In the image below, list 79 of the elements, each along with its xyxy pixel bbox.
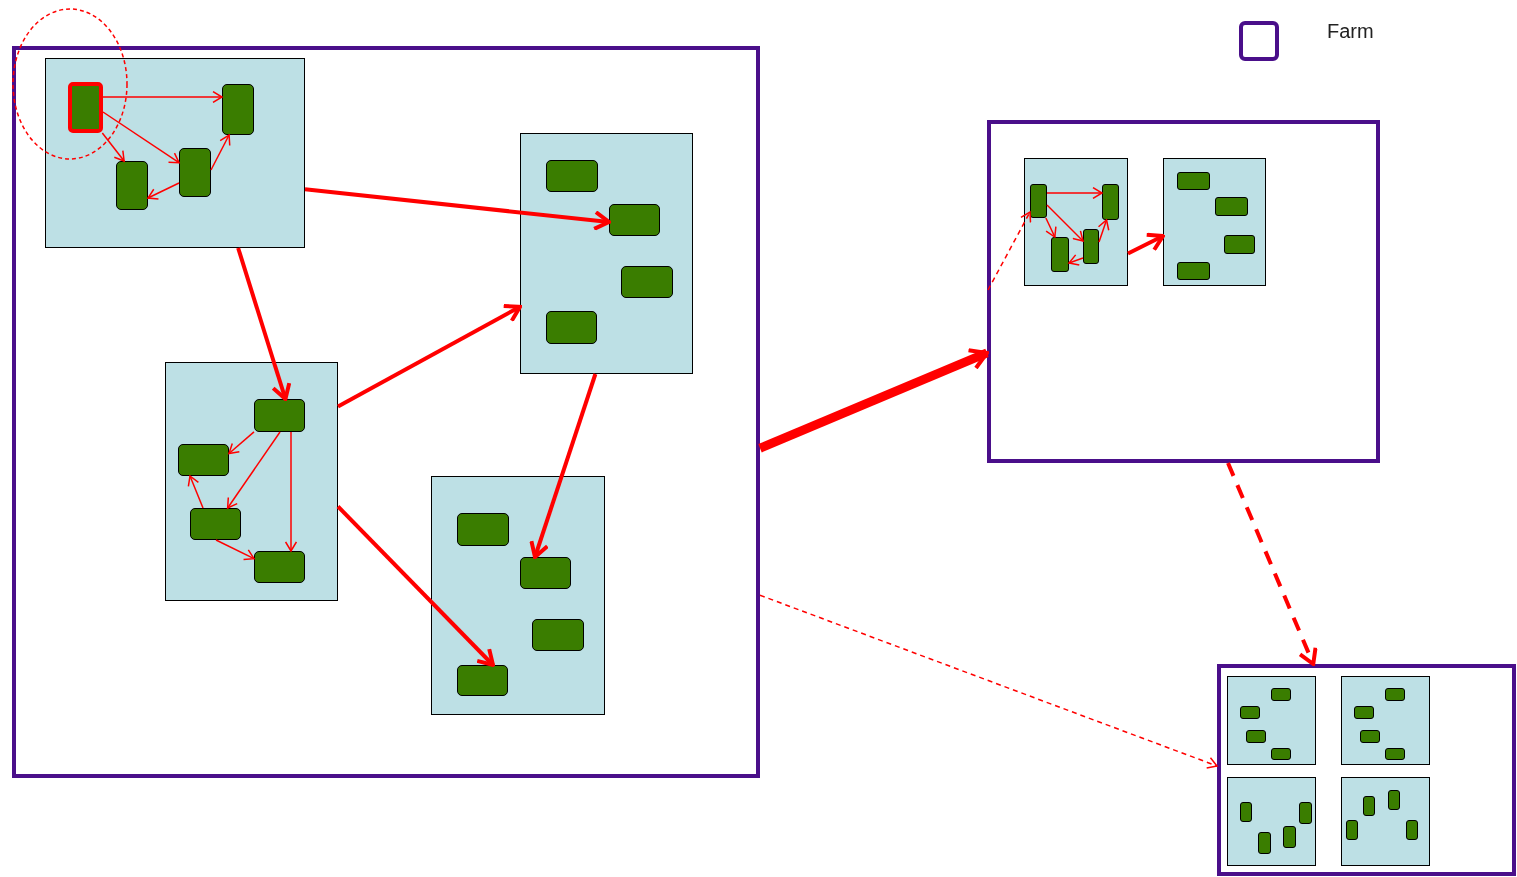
animal-block — [1245, 729, 1266, 743]
animal-block — [545, 159, 598, 192]
arrow — [1226, 462, 1318, 666]
arrow — [147, 182, 180, 200]
arrow — [215, 539, 255, 561]
legend-label: Farm — [1327, 19, 1374, 44]
arrow — [987, 211, 1032, 291]
animal-block — [1405, 819, 1418, 840]
arrow — [1046, 186, 1103, 200]
animal-block — [1050, 236, 1069, 272]
animal-block — [1029, 183, 1047, 218]
animal-block — [1101, 183, 1119, 220]
pen-box — [1163, 158, 1266, 286]
animal-block — [1298, 801, 1312, 824]
pen-box — [520, 133, 693, 374]
arrow — [210, 134, 231, 171]
highlighted-animal-block — [67, 81, 103, 133]
pen-box — [45, 58, 305, 248]
arrow — [101, 132, 125, 162]
animal-block — [177, 443, 229, 476]
animal-block — [456, 512, 509, 546]
animal-block — [1282, 825, 1296, 848]
animal-block — [1257, 831, 1271, 854]
arrow — [1068, 254, 1084, 266]
animal-block — [519, 556, 571, 589]
farm-boundary — [12, 46, 760, 778]
animal-block — [115, 160, 148, 210]
pen-box — [1341, 777, 1430, 866]
animal-block — [253, 550, 305, 583]
arrow — [226, 431, 281, 509]
animal-block — [456, 664, 508, 696]
animal-block — [1239, 705, 1260, 719]
arrow — [228, 431, 255, 455]
arrow — [187, 475, 204, 509]
arrow — [529, 373, 598, 559]
arrow — [1046, 204, 1084, 242]
arrow — [236, 247, 292, 401]
arrow — [1127, 232, 1165, 256]
animal-block — [1362, 795, 1375, 816]
arrow — [337, 304, 522, 409]
animal-block — [1223, 234, 1255, 254]
animal-block — [1214, 196, 1248, 216]
arrow — [304, 187, 611, 231]
animal-block — [1359, 729, 1380, 743]
animal-block — [1353, 705, 1374, 719]
pen-box — [1227, 777, 1316, 866]
pen-box — [431, 476, 605, 715]
animal-block — [1387, 789, 1400, 810]
pen-box — [1227, 676, 1316, 765]
animal-block — [1270, 687, 1291, 701]
animal-block — [189, 507, 241, 540]
animal-block — [545, 310, 597, 344]
arrow — [336, 505, 495, 667]
arrow — [758, 348, 989, 453]
animal-block — [1239, 801, 1252, 822]
arrow — [1045, 217, 1057, 238]
animal-block — [1176, 261, 1210, 280]
animal-block — [253, 398, 305, 432]
farm-boundary — [1217, 664, 1516, 876]
animal-block — [221, 83, 254, 135]
animal-block — [531, 618, 584, 651]
animal-block — [178, 147, 211, 197]
arrow — [102, 111, 180, 164]
animal-block — [1082, 228, 1099, 264]
pen-box — [1024, 158, 1128, 286]
animal-block — [1270, 747, 1291, 760]
animal-block — [1384, 687, 1405, 701]
animal-block — [608, 203, 660, 236]
animal-block — [620, 265, 673, 298]
animal-block — [1384, 747, 1405, 760]
pen-box — [1341, 676, 1430, 765]
animal-block — [1176, 171, 1210, 190]
farm-boundary — [987, 120, 1380, 463]
arrow — [759, 594, 1218, 769]
pen-box — [165, 362, 338, 601]
arrow — [1097, 219, 1110, 243]
arrow — [284, 431, 298, 552]
arrow — [102, 90, 223, 104]
animal-block — [1345, 819, 1358, 840]
